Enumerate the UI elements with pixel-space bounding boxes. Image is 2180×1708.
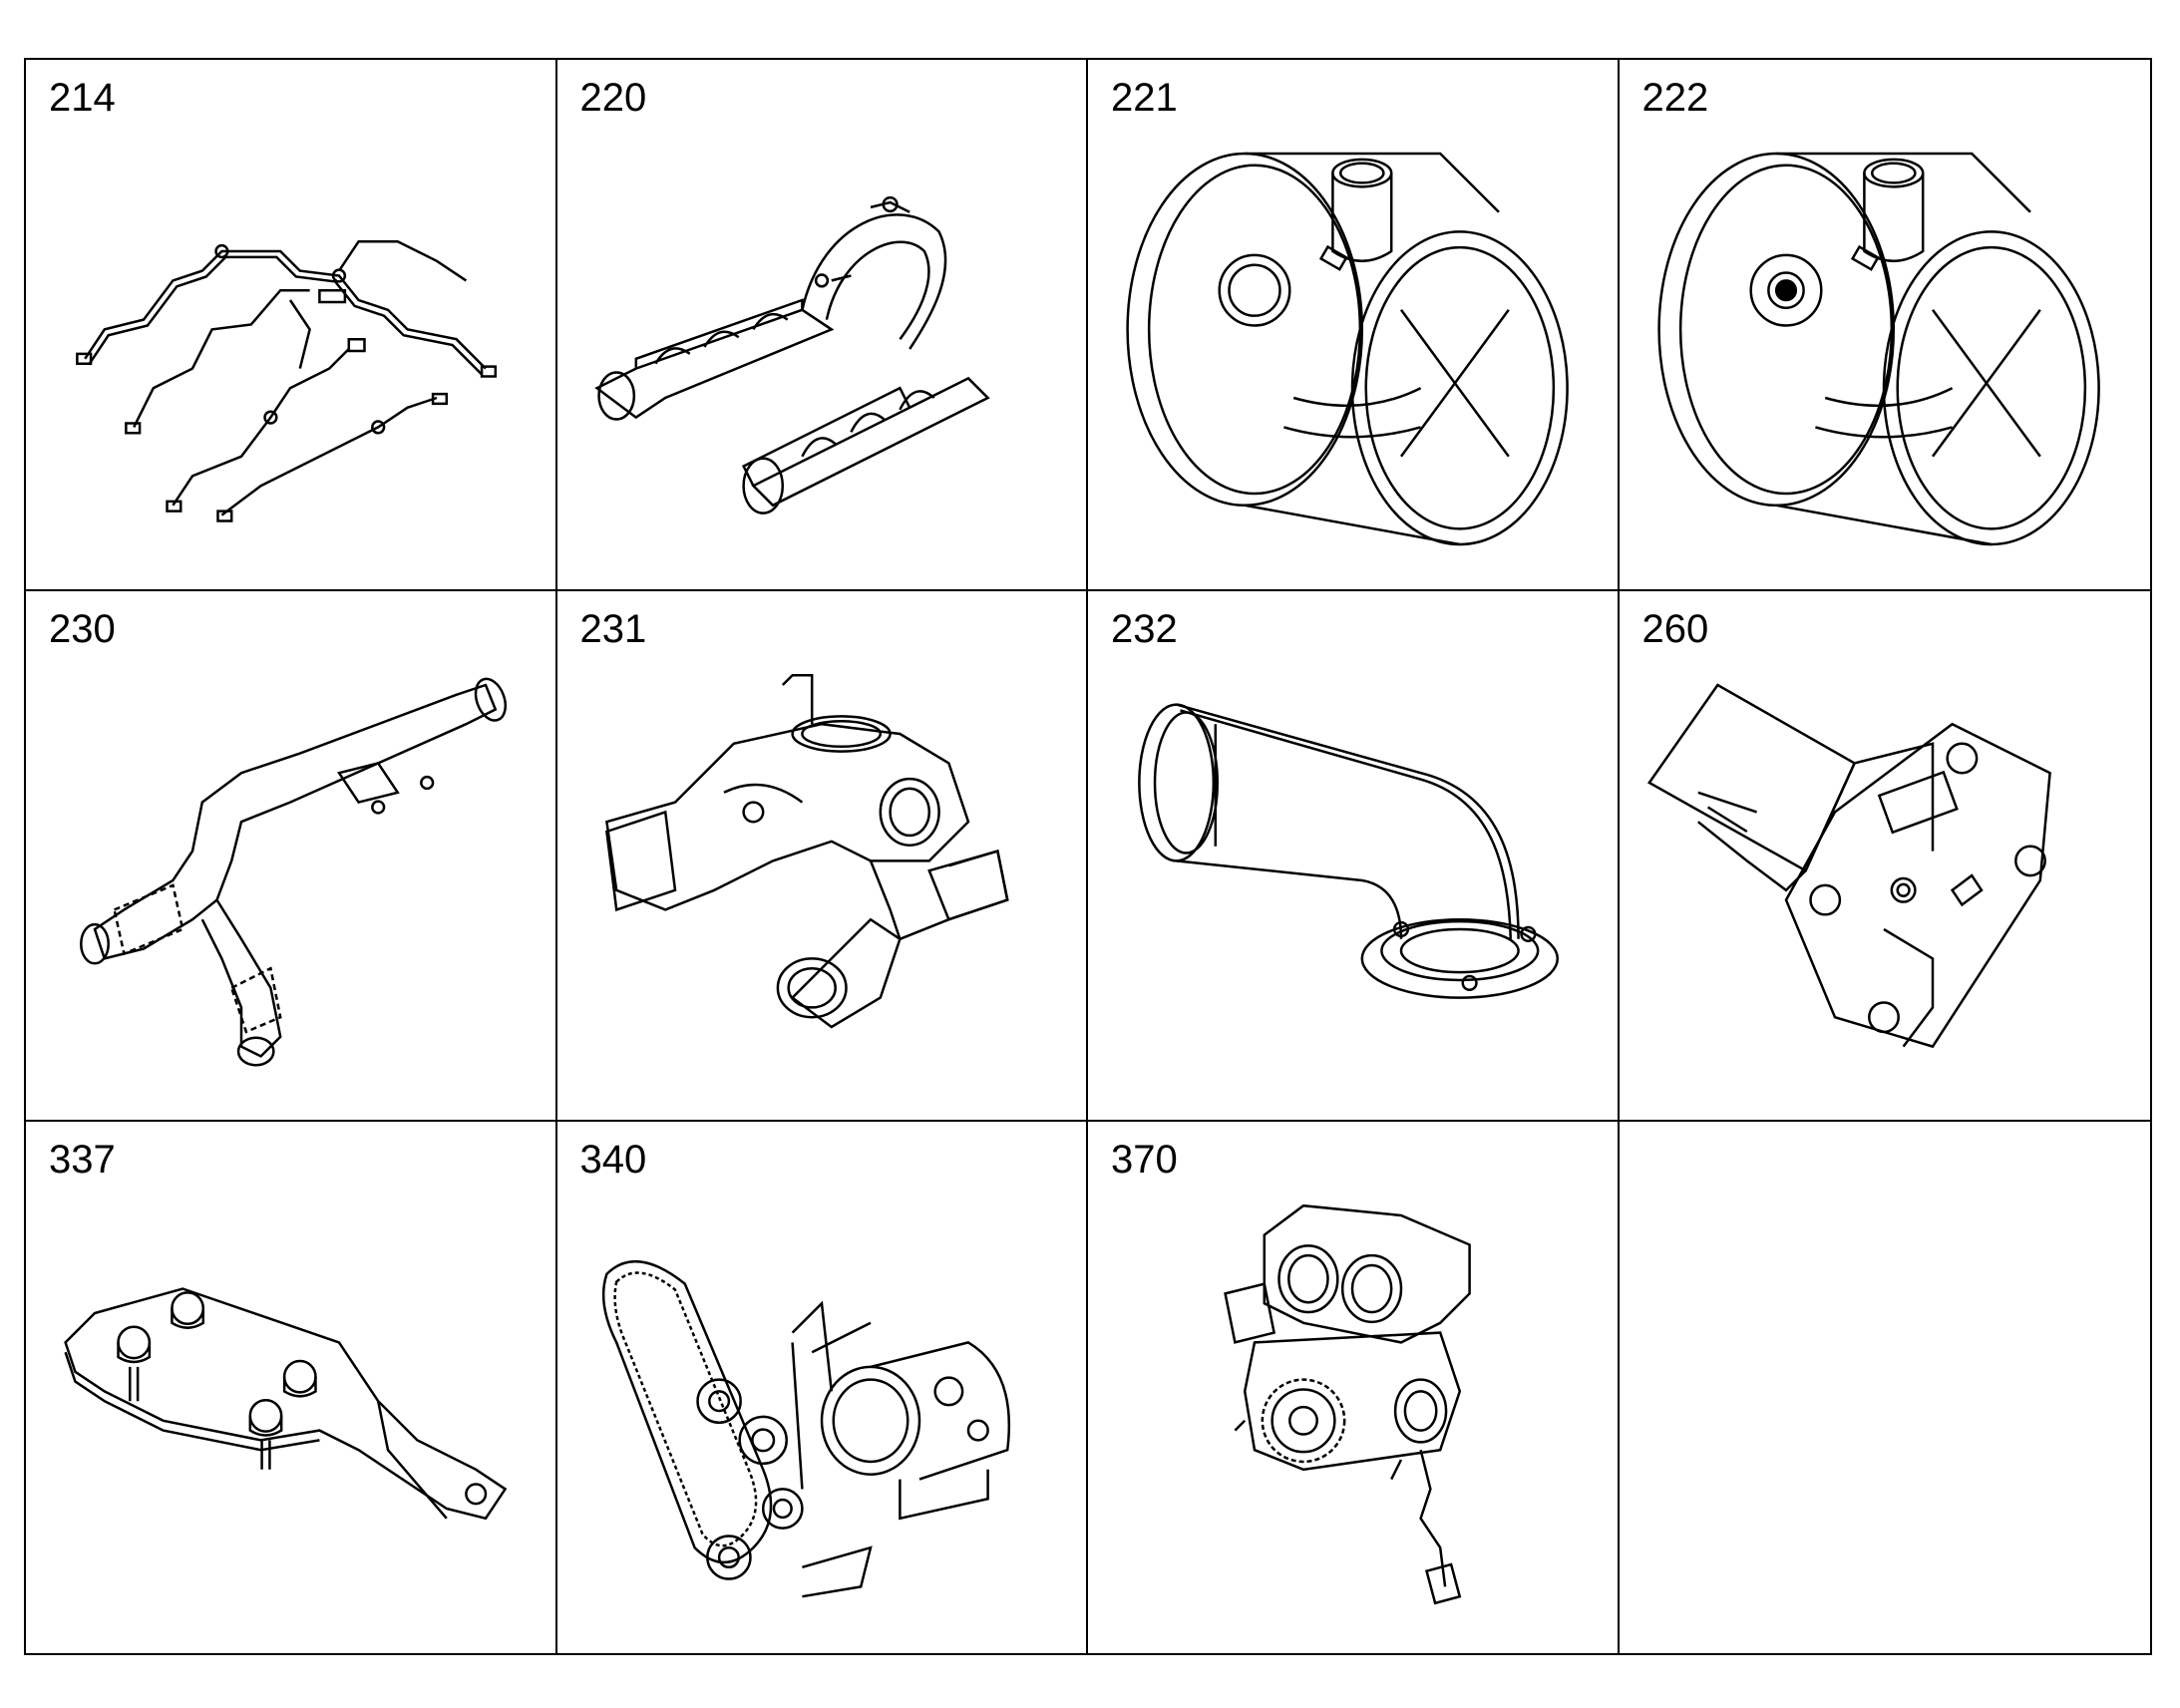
part-number-label: 232 [1111,606,1178,651]
part-number-label: 220 [579,76,647,120]
part-cell-221[interactable]: 221 [1088,60,1620,591]
parts-index-grid: 214 220 [24,58,2152,1655]
intake-housing-icon [577,661,1066,1100]
part-cell-340[interactable]: 340 [557,1122,1088,1653]
part-number-label: 221 [1111,76,1178,120]
part-number-label: 231 [579,606,647,651]
part-number-label: 370 [1111,1138,1178,1183]
part-number-label: 337 [49,1138,116,1183]
intake-manifold-icon [577,130,1066,568]
fuel-lines-icon [46,130,535,568]
part-number-label: 222 [1641,76,1709,120]
elbow-pipe-icon [1108,661,1597,1100]
throttle-body-sensor-icon [1639,130,2128,568]
part-cell-370[interactable]: 370 [1088,1122,1620,1653]
belt-drive-icon [577,1192,1066,1630]
part-cell-222[interactable]: 222 [1619,60,2150,591]
part-number-label: 260 [1641,606,1709,651]
part-cell-260[interactable]: 260 [1619,591,2150,1123]
empty-cell [1620,1122,2151,1653]
part-number-label: 340 [579,1138,647,1183]
bracket-plate-icon [46,1192,535,1630]
part-number-label: 230 [49,606,116,651]
part-number-label: 214 [49,76,116,120]
part-cell-337[interactable]: 337 [26,1122,557,1653]
part-cell-214[interactable]: 214 [26,60,557,591]
throttle-body-icon [1108,130,1597,568]
mounting-bracket-icon [1639,661,2128,1100]
part-cell-231[interactable]: 231 [556,590,1088,1123]
pump-assembly-icon [1108,1192,1597,1630]
part-cell-220[interactable]: 220 [556,60,1088,591]
part-cell-230[interactable]: 230 [26,590,557,1123]
egr-pipe-icon [46,661,535,1100]
part-cell-232[interactable]: 232 [1088,590,1620,1123]
